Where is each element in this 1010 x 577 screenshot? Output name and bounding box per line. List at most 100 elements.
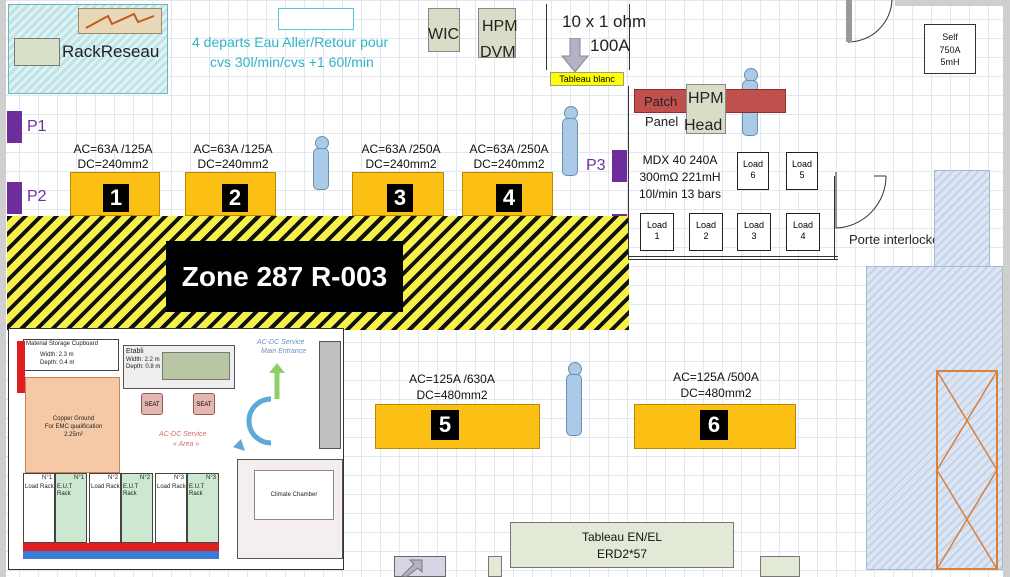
inset-copper-3: 2.25m² bbox=[64, 432, 83, 438]
inset-climate-inner bbox=[254, 470, 334, 520]
inset-storage-width: Width: 2.3 m bbox=[40, 352, 74, 358]
bench-2-ac: AC=63A /125A bbox=[193, 142, 273, 156]
inset-rack-1: N°1 Load Rack bbox=[23, 473, 55, 543]
ohm-frame-right bbox=[626, 4, 630, 70]
ohm-label-2: 100A bbox=[590, 36, 630, 55]
inset-rack-2-t: E.U.T Rack bbox=[57, 484, 73, 497]
bench-5-ac: AC=125A /630A bbox=[409, 372, 495, 386]
self-box bbox=[924, 24, 976, 74]
circulation-arrows-icon bbox=[233, 363, 285, 451]
zone-title: Zone 287 R-003 bbox=[166, 241, 403, 312]
inset-rack-3-t: Load Rack bbox=[91, 484, 120, 490]
tableau-en-line-1: Tableau EN/EL bbox=[581, 530, 663, 544]
inset-plan: Material Storage Cupboard Width: 2.3 m D… bbox=[8, 328, 344, 570]
inset-rack-5-n: N°3 bbox=[174, 475, 185, 481]
bench-1-dc: DC=240mm2 bbox=[77, 157, 149, 171]
cross-frame bbox=[936, 370, 998, 570]
water-box bbox=[278, 8, 354, 30]
inset-blue-strip bbox=[23, 551, 219, 559]
bench-5-dc: DC=480mm2 bbox=[416, 388, 488, 402]
wall-top-right bbox=[895, 0, 1010, 6]
inset-etabli: Etabli Width: 2.2 m Depth: 0.8 m bbox=[123, 345, 235, 389]
inset-acdc-main-2: Main Entrance bbox=[261, 348, 307, 355]
inset-storage-label: Material Storage Cupboard bbox=[26, 341, 99, 347]
mdx-line-3: 10l/min 13 bars bbox=[638, 187, 722, 201]
port-p2-label: P2 bbox=[27, 188, 47, 205]
bench-4-ac: AC=63A /250A bbox=[469, 142, 549, 156]
wic-label: WIC bbox=[428, 26, 460, 43]
inset-rack-6-n: N°3 bbox=[206, 475, 217, 481]
inset-red-marker bbox=[17, 341, 25, 393]
tableau-en-line-2: ERD2*57 bbox=[596, 547, 648, 561]
port-p3-label: P3 bbox=[586, 157, 606, 174]
door-swing-interlock bbox=[835, 172, 887, 229]
port-p1-label: P1 bbox=[27, 118, 47, 135]
port-p3 bbox=[612, 150, 627, 182]
inset-etabli-w: Width: 2.2 m bbox=[126, 357, 160, 363]
self-label-3: 5mH bbox=[940, 57, 960, 67]
water-line-2: cvs 30l/min/cvs +1 60l/min bbox=[210, 54, 374, 70]
inset-storage-right bbox=[319, 341, 341, 449]
mdx-frame-right bbox=[834, 176, 838, 260]
port-p2 bbox=[7, 182, 22, 214]
bench-2-number: 2 bbox=[222, 184, 248, 212]
rack-reseau-label: RackReseau bbox=[62, 42, 160, 61]
mdx-frame-left bbox=[628, 86, 630, 260]
arrow-down-icon bbox=[560, 38, 590, 73]
inset-seat-1: SEAT bbox=[141, 393, 163, 415]
inset-copper-1: Copper Ground bbox=[52, 416, 95, 422]
bottom-box-2 bbox=[488, 556, 502, 577]
inset-rack-2: N°1 E.U.T Rack bbox=[55, 473, 87, 543]
bench-4-number: 4 bbox=[496, 184, 522, 212]
inset-copper: Copper Ground For EMC qualification 2.25… bbox=[25, 377, 120, 473]
inset-rack-5-t: Load Rack bbox=[157, 484, 186, 490]
bench-4-dc: DC=240mm2 bbox=[473, 157, 545, 171]
bench-1-ac: AC=63A /125A bbox=[73, 142, 153, 156]
dvm-label: DVM bbox=[480, 44, 516, 61]
inset-rack-1-t: Load Rack bbox=[25, 484, 54, 490]
inset-rack-6: N°3 E.U.T Rack bbox=[187, 473, 219, 543]
bench-2-dc: DC=240mm2 bbox=[197, 157, 269, 171]
inset-etabli-d: Depth: 0.8 m bbox=[126, 364, 161, 370]
inset-rack-4: N°2 E.U.T Rack bbox=[121, 473, 153, 543]
inset-climate: Climate Chamber bbox=[237, 459, 343, 559]
hpm-head-box bbox=[686, 84, 726, 134]
mdx-frame-bottom bbox=[628, 256, 838, 260]
inset-etabli-label: Etabli bbox=[126, 348, 144, 355]
hpm-box bbox=[478, 8, 516, 58]
tableau-en-el bbox=[510, 522, 734, 568]
inset-copper-2: For EMC qualification bbox=[44, 424, 103, 430]
inset-rack-6-t: E.U.T Rack bbox=[189, 484, 205, 497]
bench-6-dc: DC=480mm2 bbox=[680, 386, 752, 400]
bench-6-number: 6 bbox=[700, 410, 728, 440]
inset-rack-3: N°2 Load Rack bbox=[89, 473, 121, 543]
bench-6-ac: AC=125A /500A bbox=[673, 370, 759, 384]
ohm-label-1: 10 x 1 ohm bbox=[562, 12, 647, 31]
mdx-line-1: MDX 40 240A bbox=[642, 153, 718, 167]
inset-climate-label: Climate Chamber bbox=[270, 492, 318, 498]
arrow-icon bbox=[401, 559, 423, 577]
bench-5-number: 5 bbox=[431, 410, 459, 440]
inset-rack-1-n: N°1 bbox=[42, 475, 53, 481]
inset-rack-4-n: N°2 bbox=[140, 475, 151, 481]
inset-rack-4-t: E.U.T Rack bbox=[123, 484, 139, 497]
inset-storage-depth: Depth: 0.4 m bbox=[40, 360, 75, 366]
inset-seat-2: SEAT bbox=[193, 393, 215, 415]
hpm-head-label-1: HPM bbox=[688, 90, 724, 107]
wic-box bbox=[428, 8, 460, 52]
hpm-head-label-2: Head bbox=[684, 117, 723, 134]
ohm-frame bbox=[546, 4, 554, 70]
door-label: Porte interlockée bbox=[849, 232, 947, 247]
inset-rack-5: N°3 Load Rack bbox=[155, 473, 187, 543]
panel-label: Panel bbox=[645, 114, 679, 129]
bench-3-dc: DC=240mm2 bbox=[365, 157, 437, 171]
inset-area-1: AC-DC Service bbox=[159, 431, 207, 438]
bench-3-number: 3 bbox=[387, 184, 413, 212]
self-label-2: 750A bbox=[939, 45, 961, 55]
